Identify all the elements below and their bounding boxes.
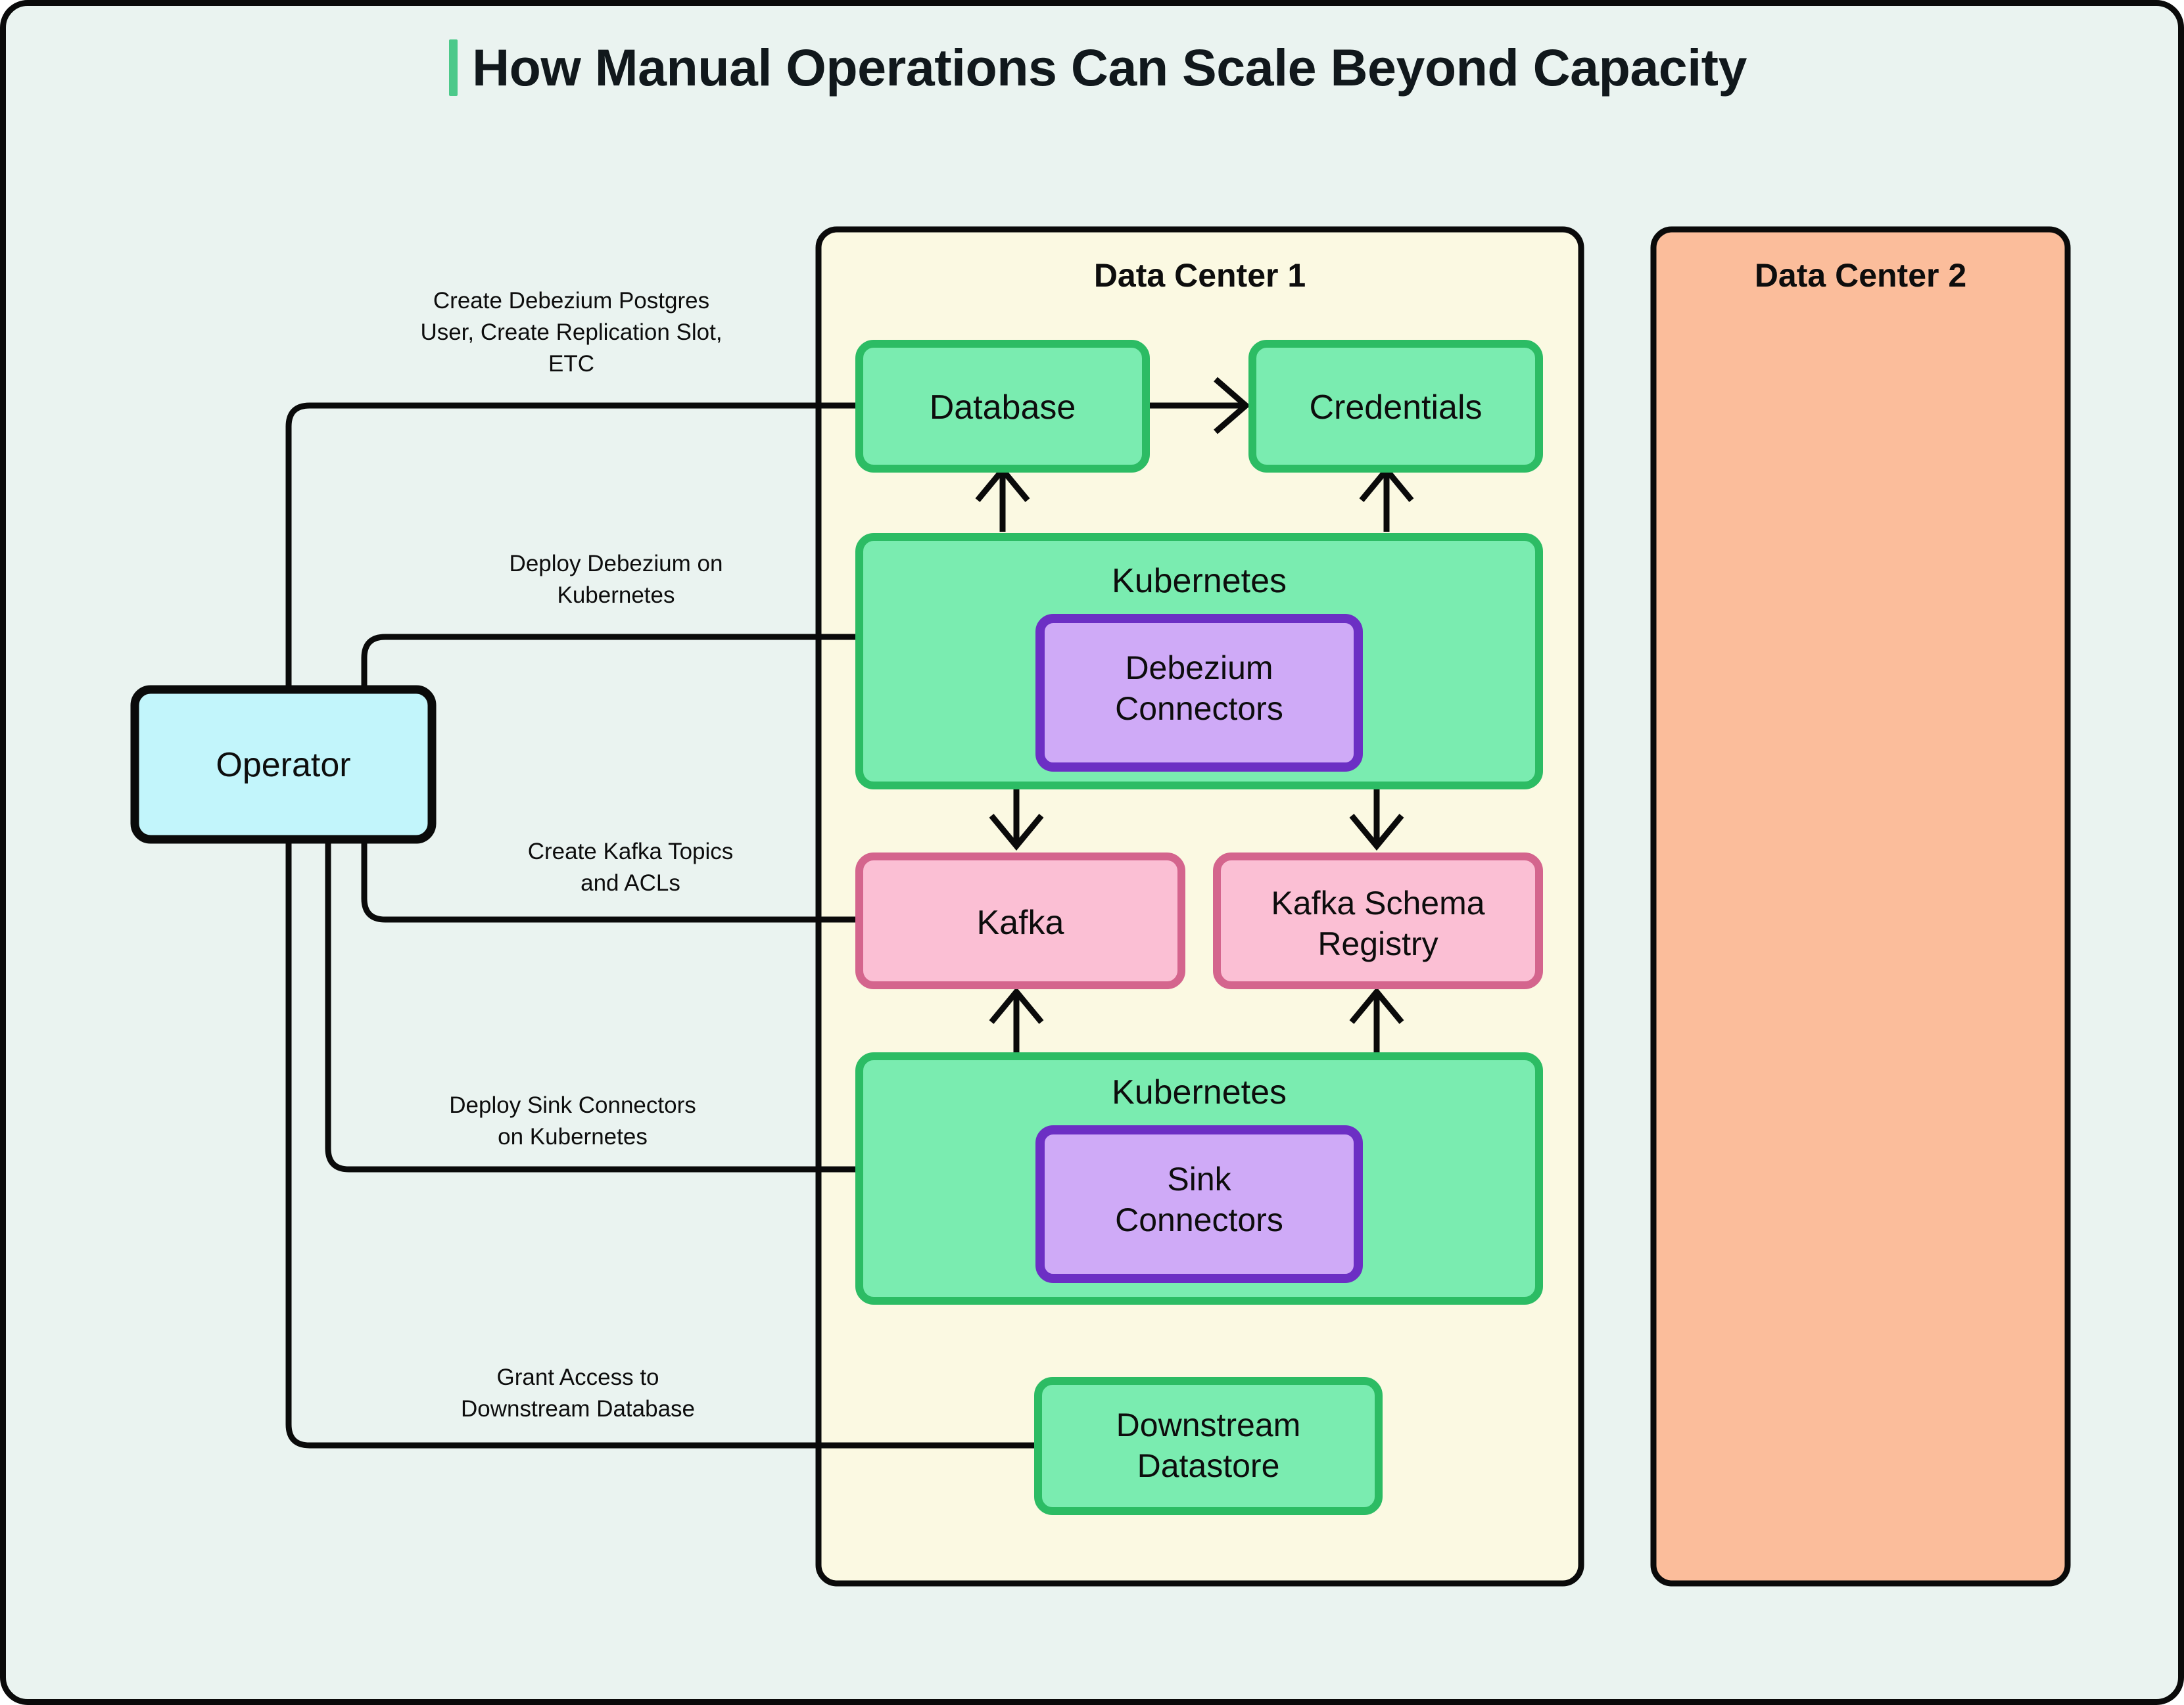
sink-connectors-label-line2: Connectors	[1115, 1202, 1283, 1238]
downstream-datastore-label-line2: Datastore	[1137, 1447, 1280, 1484]
downstream-datastore-label-line1: Downstream	[1116, 1407, 1301, 1443]
data-center-1-title: Data Center 1	[1094, 257, 1306, 294]
group-data-center-2: Data Center 2	[1650, 226, 2071, 1587]
data-center-2-title: Data Center 2	[1755, 257, 1966, 294]
page-title-row: How Manual Operations Can Scale Beyond C…	[6, 37, 2178, 98]
title-accent-bar	[449, 39, 458, 96]
data-center-2-frame	[1650, 226, 2071, 1587]
edge-label-deploy-debezium: Deploy Debezium on Kubernetes	[510, 551, 723, 608]
kafka-box[interactable]	[855, 852, 1185, 989]
credentials-box[interactable]	[1248, 340, 1543, 473]
edge-label-line: and ACLs	[581, 870, 680, 896]
downstream-datastore-box[interactable]	[1034, 1377, 1383, 1515]
kafka-label: Kafka	[977, 904, 1064, 942]
edge-label-line: Create Debezium Postgres	[433, 288, 709, 314]
edge-operator-to-database	[285, 402, 865, 693]
page-title: How Manual Operations Can Scale Beyond C…	[472, 38, 1747, 97]
debezium-connectors-label-line1: Debezium	[1125, 649, 1273, 686]
edge-operator-to-kafka	[361, 836, 865, 923]
edge-label-line: ETC	[548, 351, 594, 377]
schema-registry-label-line2: Registry	[1318, 925, 1438, 962]
schema-registry-label-line1: Kafka Schema	[1271, 885, 1484, 922]
kubernetes-bottom-label: Kubernetes	[1112, 1073, 1287, 1111]
arrow-kubernetes-bottom-to-schema-registry	[1349, 987, 1404, 1052]
schema-registry-box[interactable]	[1213, 852, 1543, 989]
arrow-database-to-credentials	[1146, 377, 1250, 434]
operator-label: Operator	[216, 746, 350, 784]
edge-label-line: Deploy Sink Connectors	[449, 1092, 696, 1118]
node-database[interactable]: Database	[855, 340, 1150, 473]
edge-label-line: User, Create Replication Slot,	[420, 319, 722, 345]
node-credentials[interactable]: Credentials	[1248, 340, 1543, 473]
edge-operator-to-kubernetes-top	[361, 634, 865, 693]
edge-label-line: Grant Access to	[496, 1365, 659, 1390]
debezium-connectors-box[interactable]	[1035, 614, 1363, 772]
arrow-kubernetes-bottom-to-kafka	[989, 987, 1044, 1052]
architecture-diagram: Data Center 1 Data Center 2 Operator Cre…	[130, 226, 2071, 1587]
edge-label-deploy-sink-connectors: Deploy Sink Connectors on Kubernetes	[449, 1092, 696, 1150]
node-kafka[interactable]: Kafka	[855, 852, 1185, 989]
database-box[interactable]	[855, 340, 1150, 473]
edge-label-grant-access: Grant Access to Downstream Database	[461, 1365, 695, 1422]
node-operator[interactable]: Operator	[130, 685, 437, 844]
node-kubernetes-top[interactable]: Kubernetes Debezium Connectors	[855, 533, 1543, 789]
edge-operator-to-downstream	[285, 836, 1041, 1449]
edge-label-create-kafka-topics: Create Kafka Topics and ACLs	[528, 839, 734, 896]
node-downstream-datastore[interactable]: Downstream Datastore	[1034, 1377, 1383, 1515]
debezium-connectors-label-line2: Connectors	[1115, 690, 1283, 727]
edge-label-line: Downstream Database	[461, 1396, 695, 1422]
node-kubernetes-bottom[interactable]: Kubernetes Sink Connectors	[855, 1052, 1543, 1305]
database-label: Database	[930, 388, 1076, 427]
sink-connectors-label-line1: Sink	[1167, 1161, 1231, 1198]
edge-label-create-debezium-user: Create Debezium Postgres User, Create Re…	[420, 288, 722, 377]
sink-connectors-box[interactable]	[1035, 1125, 1363, 1283]
kubernetes-top-label: Kubernetes	[1112, 562, 1287, 600]
edge-label-line: Deploy Debezium on	[510, 551, 723, 576]
node-schema-registry[interactable]: Kafka Schema Registry	[1213, 852, 1543, 989]
edge-label-line: on Kubernetes	[498, 1124, 648, 1150]
arrow-kubernetes-top-to-kafka	[989, 785, 1044, 851]
operator-box[interactable]	[130, 685, 437, 844]
arrow-kubernetes-top-to-schema-registry	[1349, 785, 1404, 851]
edge-label-line: Kubernetes	[557, 582, 675, 608]
edge-operator-to-kubernetes-bottom	[325, 836, 865, 1173]
edge-label-line: Create Kafka Topics	[528, 839, 734, 864]
credentials-label: Credentials	[1309, 388, 1482, 427]
